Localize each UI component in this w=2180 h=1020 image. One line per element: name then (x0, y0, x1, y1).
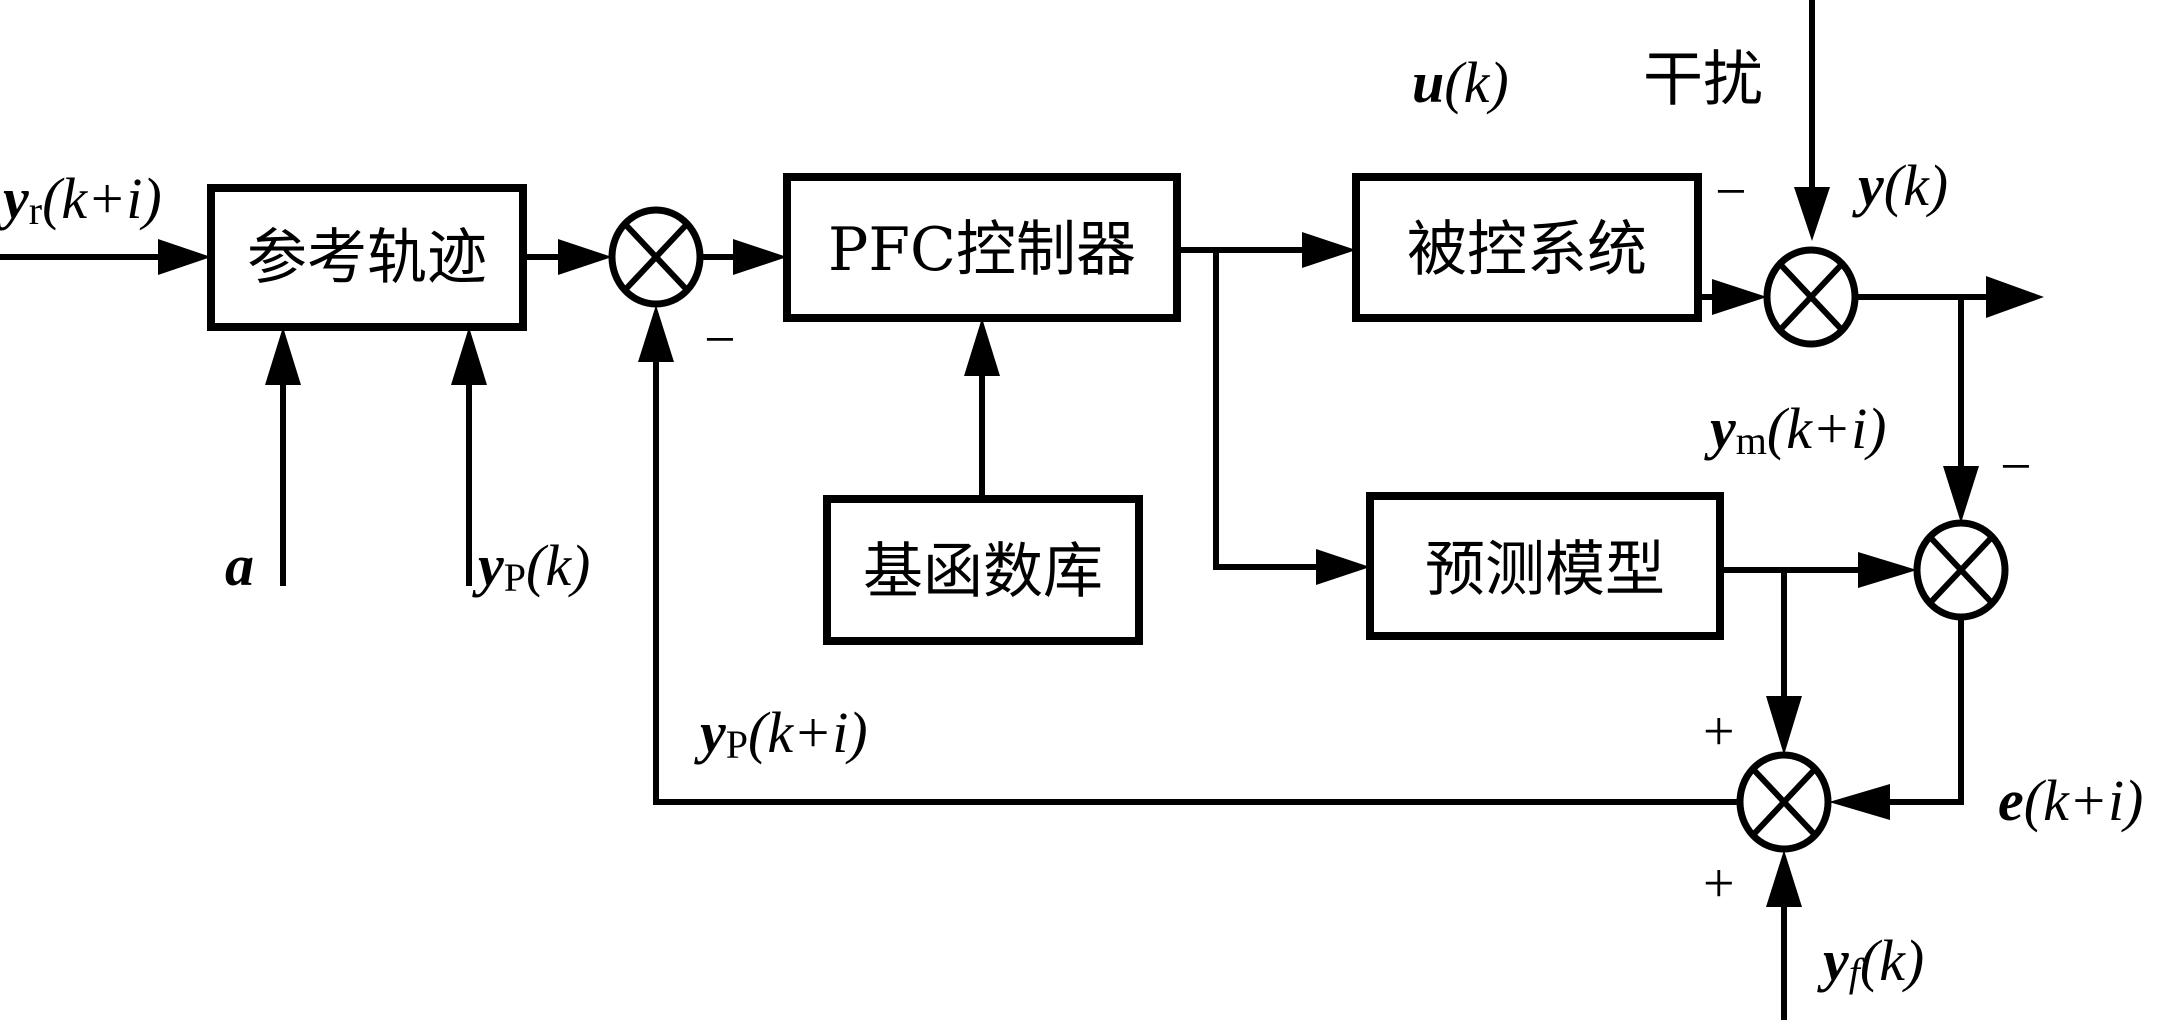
block-basis-function-library: 基函数库 (823, 495, 1143, 645)
arrow-down-icon (1766, 696, 1802, 755)
arrow-down-icon (1794, 187, 1830, 241)
label-ym: ym(k+i) (1704, 396, 1887, 463)
block-prediction-model: 预测模型 (1366, 492, 1724, 640)
block-pfc-controller-label: PFC控制器 (828, 215, 1136, 285)
arrow-right-icon (158, 239, 211, 275)
block-pfc-controller: PFC控制器 (783, 173, 1181, 322)
sign-sum3-minus: − (2000, 436, 2032, 498)
arrow-down-icon (1943, 466, 1979, 523)
arrow-right-icon (1986, 276, 2044, 318)
block-controlled-system-label: 被控系统 (1407, 215, 1647, 285)
arrow-right-icon (1712, 279, 1767, 315)
arrow-right-icon (1316, 549, 1370, 585)
label-yp-ki: yP(k+i) (694, 700, 868, 767)
arrow-up-icon (265, 327, 301, 385)
block-reference-trajectory-label: 参考轨迹 (247, 223, 487, 293)
label-u: u(k) (1412, 50, 1509, 115)
arrow-right-icon (558, 239, 612, 275)
block-prediction-model-label: 预测模型 (1425, 535, 1665, 605)
arrow-up-icon (638, 305, 674, 362)
summing-junction-4 (1736, 751, 1832, 853)
arrow-up-icon (1766, 850, 1802, 907)
arrow-left-icon (1829, 784, 1890, 820)
arrow-right-icon (733, 239, 787, 275)
label-yf: yf(k) (1817, 928, 1924, 995)
label-e: e(k+i) (1998, 768, 2143, 833)
sign-sum1-minus: − (704, 309, 736, 371)
summing-junction-1 (608, 206, 704, 308)
block-controlled-system: 被控系统 (1352, 173, 1702, 322)
label-yp-k: yP(k) (472, 533, 590, 600)
block-reference-trajectory: 参考轨迹 (207, 184, 527, 331)
wire-feedback-yp (653, 357, 1743, 805)
wire-error-e (1877, 614, 1964, 805)
arrow-up-icon (451, 327, 487, 385)
wire-branch-to-model (1213, 247, 1323, 570)
sign-sum4-plus-bottom: + (1703, 853, 1735, 915)
sign-sum4-plus-top: + (1703, 701, 1735, 763)
block-basis-function-library-label: 基函数库 (863, 537, 1103, 607)
summing-junction-2 (1763, 246, 1859, 348)
label-disturbance: 干扰 (1643, 45, 1763, 115)
arrow-right-icon (1858, 552, 1917, 588)
label-y: y(k) (1852, 153, 1948, 218)
label-a: a (225, 533, 254, 598)
arrow-right-icon (1302, 232, 1356, 268)
arrow-up-icon (964, 318, 1000, 376)
sign-sum2-minus: − (1715, 161, 1747, 223)
label-yr: yr(k+i) (0, 166, 162, 233)
summing-junction-3 (1913, 519, 2009, 621)
